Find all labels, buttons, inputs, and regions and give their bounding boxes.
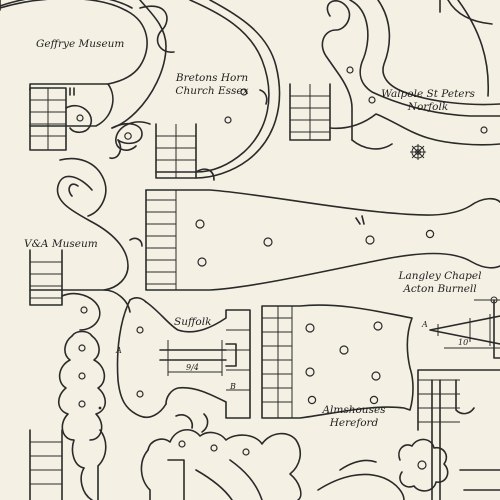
label-almshouses-line2: Hereford [329,417,379,429]
annotation-section-a-right: A [422,320,428,329]
annotation-dim-suffolk: 9/4 [186,363,199,372]
label-bretons-line1: Bretons Horn [175,72,249,84]
right-section-drawing [398,296,500,500]
label-langley-line1: Langley Chapel [398,270,482,282]
label-suffolk: Suffolk [174,316,212,328]
label-bretons-line2: Church Essex [175,85,249,97]
cusped-hinge-drawing [29,330,107,500]
label-walpole-line1: Walpole St Peters [381,88,475,100]
almshouses-hinge-drawing [140,413,405,500]
annotation-dim-right: 10 [458,338,469,347]
label-almshouses-line1: Almshouses [322,404,386,416]
va-hinge-drawing [29,157,500,331]
walpole-rosette [410,144,426,160]
geffrye-hinge-drawing [0,0,175,160]
suffolk-hinge-drawing [116,297,414,419]
label-geffrye-museum: Geffrye Museum [36,38,125,50]
label-va-museum: V&A Museum [24,238,98,250]
bretons-hinge-drawing [115,0,281,181]
label-walpole-line2: Norfolk [407,101,449,113]
annotation-section-a-left: A [116,346,122,355]
suffolk-dimension-lines [167,368,223,376]
label-langley-line2: Acton Burnell [403,283,477,295]
annotation-section-b: B [230,382,236,391]
walpole-hinge-drawing [289,0,500,160]
